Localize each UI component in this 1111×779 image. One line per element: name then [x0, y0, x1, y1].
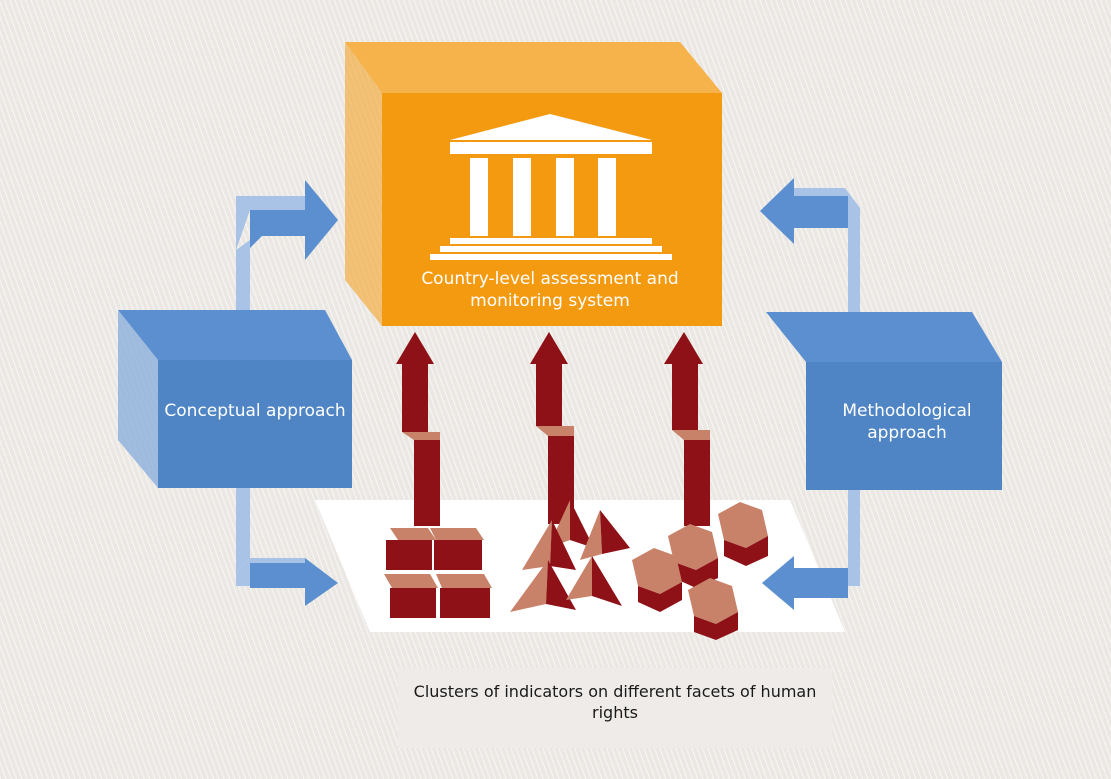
methodological-box: [766, 312, 1002, 490]
main-box-label: Country-level assessment and monitoring …: [421, 269, 679, 312]
cluster-caption-box: [398, 668, 832, 748]
building-columns-icon: [430, 114, 672, 260]
cubes-icon: [384, 528, 492, 618]
left-connector-arrows: [236, 180, 338, 606]
cluster-caption: Clusters of indicators on different face…: [413, 682, 817, 722]
methodological-approach-label: Methodological approach: [842, 401, 972, 444]
hexagons-icon: [632, 502, 768, 640]
indicator-arrow-3: [664, 332, 710, 526]
indicator-arrow-1: [396, 332, 440, 526]
pyramids-icon: [510, 500, 630, 612]
conceptual-box: [118, 310, 352, 488]
indicator-arrow-2: [530, 332, 574, 524]
right-connector-arrows: [760, 178, 860, 610]
conceptual-approach-label: Conceptual approach: [164, 401, 346, 421]
